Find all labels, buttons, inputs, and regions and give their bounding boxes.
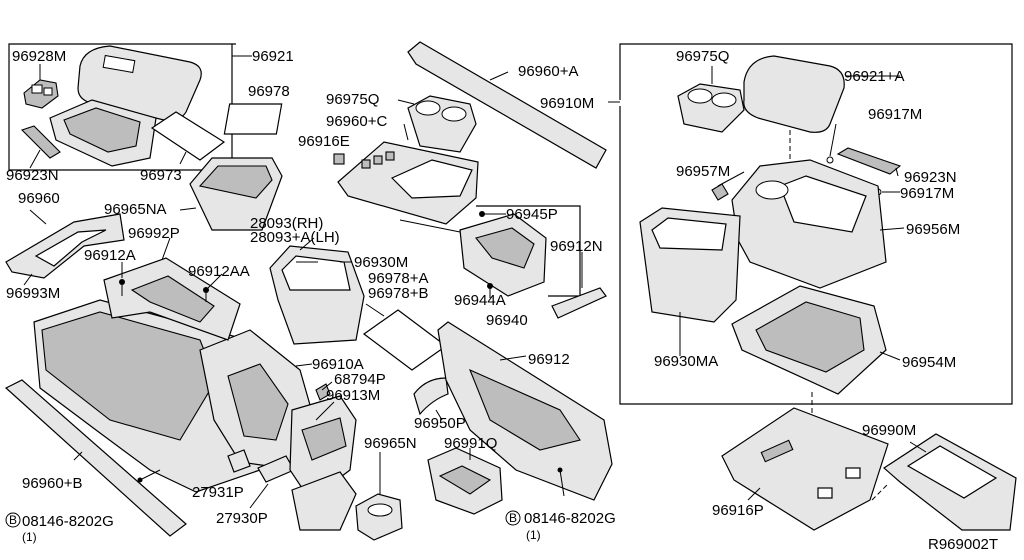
- label-96930MA: 96930MA: [654, 353, 718, 370]
- part-button-96957M[interactable]: [711, 183, 729, 201]
- part-duct-27931P[interactable]: [227, 449, 251, 473]
- label-96965NA: 96965NA: [104, 201, 167, 218]
- label-28093RH: 28093(RH): [250, 215, 323, 232]
- part-side-panel-96912[interactable]: [437, 321, 613, 501]
- part-finisher-96960C[interactable]: [337, 141, 479, 225]
- part-console-upper-96956M[interactable]: [731, 159, 887, 289]
- label-96928M: 96928M: [12, 48, 66, 65]
- part-pocket-lower: [291, 471, 357, 531]
- part-clip-96917M-a[interactable]: [826, 156, 834, 164]
- part-pad-96978AB[interactable]: [362, 309, 448, 371]
- label-96960C: 96960+C: [326, 113, 387, 130]
- part-trim-strip-96923N[interactable]: [20, 125, 61, 159]
- label-96975Q-right: 96975Q: [676, 48, 729, 65]
- label-27931P: 27931P: [192, 484, 244, 501]
- label-96923N-right: 96923N: [904, 169, 957, 186]
- label-96916E: 96916E: [298, 133, 350, 150]
- label-96990M: 96990M: [862, 422, 916, 439]
- label-bolt-left: B 08146-8202G (1): [5, 512, 114, 544]
- label-96950P: 96950P: [414, 415, 466, 432]
- part-armrest-lid-96921[interactable]: [77, 45, 202, 121]
- label-08146-right-qty: (1): [526, 528, 541, 542]
- label-96912: 96912: [528, 351, 570, 368]
- part-bracket-96990M[interactable]: [883, 433, 1017, 531]
- part-base-tray-96954M[interactable]: [731, 285, 887, 395]
- diagram-reference-code: R969002T: [928, 536, 998, 553]
- label-96954M: 96954M: [902, 354, 956, 371]
- part-shift-bezel-96940[interactable]: [459, 213, 547, 297]
- label-96965N: 96965N: [364, 435, 417, 452]
- part-plate-96916P[interactable]: [721, 407, 889, 531]
- label-96917M-b: 96917M: [900, 185, 954, 202]
- part-clip-68794P[interactable]: [315, 383, 331, 401]
- label-bolt-right: B 08146-8202G (1): [505, 510, 616, 542]
- part-cupholder-96975Q-right[interactable]: [677, 83, 745, 133]
- label-96978: 96978: [248, 83, 290, 100]
- part-console-body-96910A[interactable]: [33, 299, 321, 493]
- bolt-letter-right: B: [509, 511, 517, 525]
- label-08146-right: 08146-8202G: [524, 510, 616, 527]
- label-96910M: 96910M: [540, 95, 594, 112]
- part-bin-96930M[interactable]: [269, 245, 365, 345]
- label-28093ALH: 28093+A(LH): [250, 229, 340, 246]
- part-cupholder-96991Q[interactable]: [427, 447, 503, 515]
- part-cupholder-96975Q[interactable]: [407, 95, 477, 153]
- part-screw-96912A[interactable]: [119, 279, 125, 296]
- label-96978B: 96978+B: [368, 285, 428, 302]
- label-96912N: 96912N: [550, 238, 603, 255]
- part-pad-96973[interactable]: [150, 111, 226, 161]
- part-bin-96930MA[interactable]: [639, 207, 741, 323]
- label-96960: 96960: [18, 190, 60, 207]
- part-screw-96912AA[interactable]: [203, 287, 209, 302]
- label-96956M: 96956M: [906, 221, 960, 238]
- label-96913M: 96913M: [326, 387, 380, 404]
- part-labels: 96928M 96921 96978 96923N 96973 96960 96…: [5, 48, 998, 553]
- label-08146-left-qty: (1): [22, 530, 37, 544]
- label-96978A: 96978+A: [368, 270, 428, 287]
- part-clip-96916E[interactable]: [333, 153, 345, 165]
- label-96923N: 96923N: [6, 167, 59, 184]
- part-trim-96950P[interactable]: [413, 377, 449, 416]
- part-bracket-96992P[interactable]: [103, 257, 241, 341]
- part-bolt-right[interactable]: [557, 467, 565, 497]
- label-96945P: 96945P: [506, 206, 558, 223]
- label-96910A: 96910A: [312, 356, 364, 373]
- bolt-letter-left: B: [9, 513, 17, 527]
- label-08146-left: 08146-8202G: [22, 513, 114, 530]
- label-96993M: 96993M: [6, 285, 60, 302]
- label-96973: 96973: [140, 167, 182, 184]
- label-96917M-a: 96917M: [868, 106, 922, 123]
- part-storage-bin-96965NA[interactable]: [189, 157, 283, 231]
- label-27930P: 27930P: [216, 510, 268, 527]
- label-96960B: 96960+B: [22, 475, 82, 492]
- part-bezel-96960[interactable]: [5, 213, 125, 279]
- part-switch-96928M[interactable]: [23, 79, 59, 109]
- label-96930M: 96930M: [354, 254, 408, 271]
- label-96916P: 96916P: [712, 502, 764, 519]
- part-armrest-lid-96921A[interactable]: [743, 55, 845, 133]
- part-cupholder-96965N[interactable]: [355, 493, 403, 541]
- part-trim-96960B[interactable]: [4, 379, 187, 537]
- label-96912AA: 96912AA: [188, 263, 250, 280]
- label-96944A: 96944A: [454, 292, 506, 309]
- label-96940: 96940: [486, 312, 528, 329]
- part-pad-96978[interactable]: [223, 103, 283, 135]
- inset-frame-console-assembly: [608, 43, 1013, 405]
- part-bolt-left[interactable]: [137, 469, 161, 483]
- label-96992P: 96992P: [128, 225, 180, 242]
- label-96921: 96921: [252, 48, 294, 65]
- label-96957M: 96957M: [676, 163, 730, 180]
- part-trim-96912N[interactable]: [551, 287, 607, 319]
- part-lid-inner-tray: [49, 99, 157, 167]
- part-trim-strip-96923N-right[interactable]: [836, 147, 902, 175]
- label-96975Q: 96975Q: [326, 91, 379, 108]
- label-96912A: 96912A: [84, 247, 136, 264]
- label-96991Q: 96991Q: [444, 435, 497, 452]
- label-68794P: 68794P: [334, 371, 386, 388]
- label-leaders: [296, 75, 927, 453]
- label-96960A: 96960+A: [518, 63, 578, 80]
- part-rail-96960A[interactable]: [407, 41, 607, 169]
